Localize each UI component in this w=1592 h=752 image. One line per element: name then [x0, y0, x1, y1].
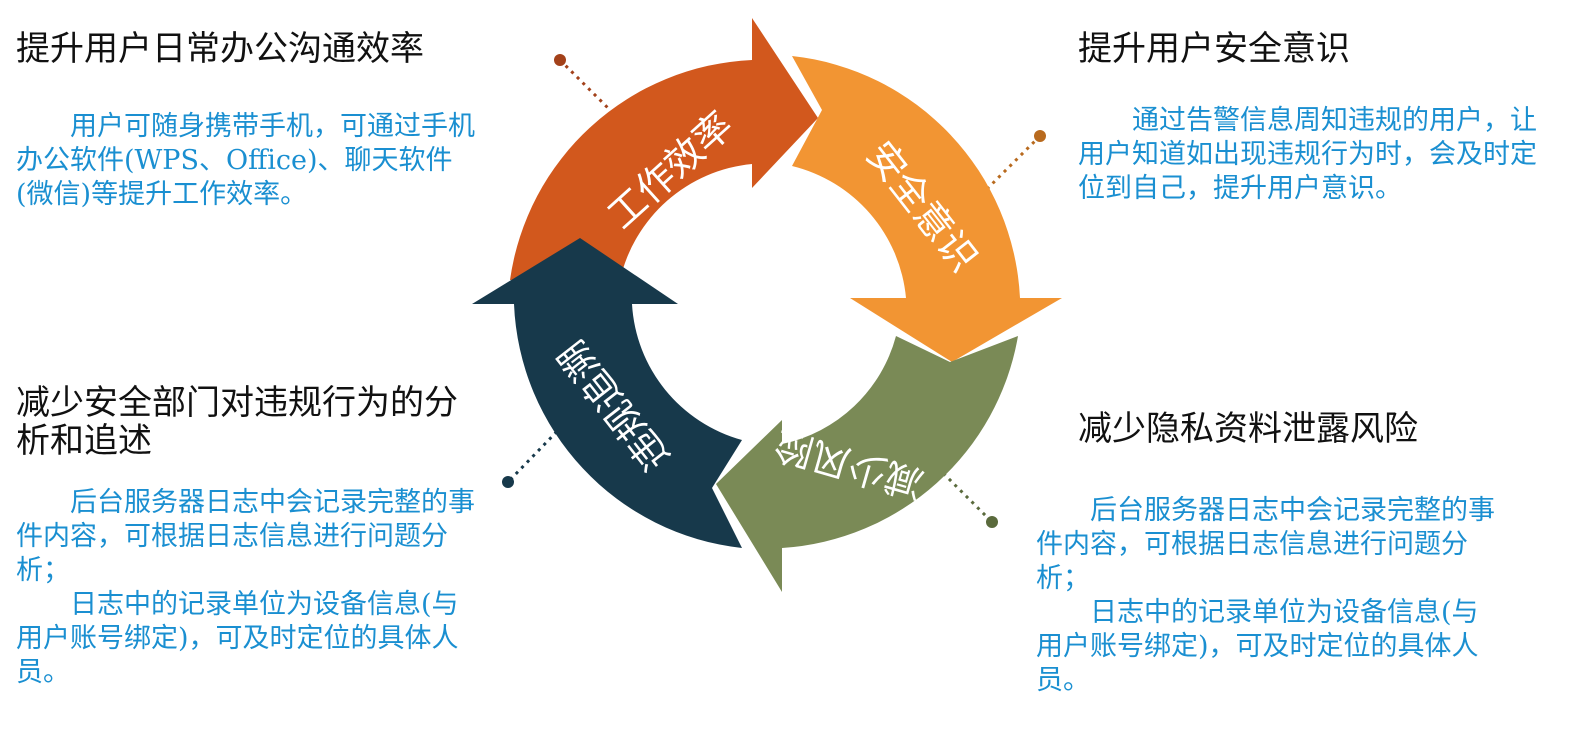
paragraph: 通过告警信息周知违规的用户，让用户知道如出现违规行为时，会及时定位到自己，提升用… — [1078, 105, 1537, 204]
description-top-right: 通过告警信息周知违规的用户，让用户知道如出现违规行为时，会及时定位到自己，提升用… — [1078, 104, 1538, 206]
description-bottom-right: 后台服务器日志中会记录完整的事件内容，可根据日志信息进行问题分析； 日志中的记录… — [1036, 494, 1496, 698]
segment-violation-trace — [472, 238, 742, 548]
title-top-left: 提升用户日常办公沟通效率 — [16, 29, 424, 69]
segment-security-awareness — [792, 56, 1062, 362]
paragraph: 后台服务器日志中会记录完整的事件内容，可根据日志信息进行问题分析； — [1036, 495, 1495, 594]
segment-reduce-risk — [716, 336, 1018, 592]
segment-work-efficiency — [510, 18, 818, 280]
paragraph: 日志中的记录单位为设备信息(与用户账号绑定)，可及时定位的具体人员。 — [16, 589, 459, 688]
paragraph: 后台服务器日志中会记录完整的事件内容，可根据日志信息进行问题分析； — [16, 487, 475, 586]
title-bottom-right: 减少隐私资料泄露风险 — [1078, 409, 1418, 449]
paragraph: 日志中的记录单位为设备信息(与用户账号绑定)，可及时定位的具体人员。 — [1036, 597, 1479, 696]
description-bottom-left: 后台服务器日志中会记录完整的事件内容，可根据日志信息进行问题分析； 日志中的记录… — [16, 486, 476, 690]
paragraph: 用户可随身携带手机，可通过手机办公软件(WPS、Office)、聊天软件(微信)… — [16, 111, 475, 210]
title-bottom-left: 减少安全部门对违规行为的分析和追述 — [16, 383, 458, 461]
description-top-left: 用户可随身携带手机，可通过手机办公软件(WPS、Office)、聊天软件(微信)… — [16, 110, 486, 212]
title-top-right: 提升用户安全意识 — [1078, 29, 1350, 69]
